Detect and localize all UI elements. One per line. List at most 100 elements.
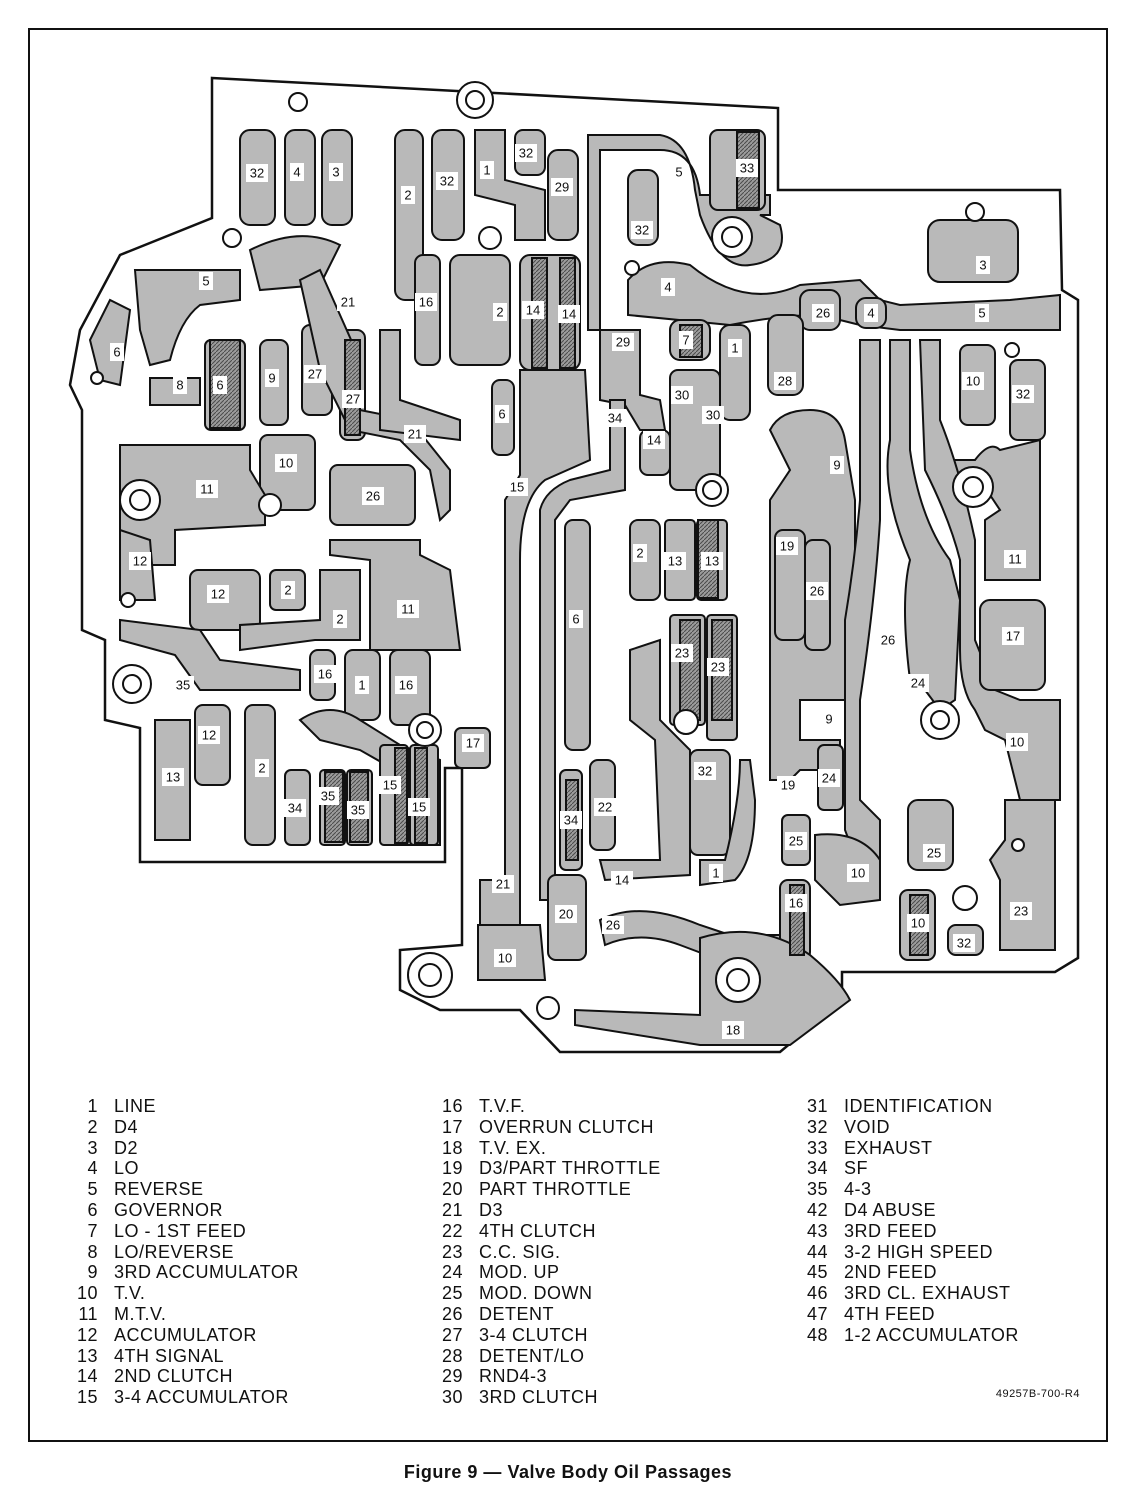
legend-number: 14 — [76, 1366, 98, 1387]
passage-label-bg — [275, 454, 297, 472]
legend-number: 44 — [806, 1241, 828, 1262]
legend-number: 21 — [441, 1199, 463, 1220]
legend-number: 48 — [806, 1324, 828, 1345]
passage-label-bg — [355, 676, 369, 694]
legend-item: 3 D2 — [58, 1138, 299, 1159]
passage-label-bg — [1002, 627, 1024, 645]
passage-label: 13 — [668, 554, 682, 569]
legend-name: 3RD FEED — [844, 1220, 938, 1241]
legend-number: 29 — [441, 1366, 463, 1387]
passage-label-bg — [401, 186, 415, 204]
passage-label-bg — [379, 776, 401, 794]
passage-label: 9 — [825, 712, 832, 727]
legend-number: 27 — [441, 1324, 463, 1345]
passage-label-bg — [493, 303, 507, 321]
passage-label-bg — [569, 610, 583, 628]
passage-label-bg — [818, 769, 840, 787]
legend-name: 3RD CL. EXHAUST — [844, 1283, 1011, 1304]
passage-label-bg — [1010, 902, 1032, 920]
passage-label-bg — [694, 762, 716, 780]
passage-label: 27 — [308, 367, 322, 382]
passage-label: 19 — [780, 539, 794, 554]
legend-name: 3-2 HIGH SPEED — [844, 1241, 994, 1262]
passage-label-bg — [671, 644, 693, 662]
passage-label: 21 — [496, 877, 510, 892]
passage-label-bg — [281, 581, 295, 599]
passage-label: 9 — [268, 371, 275, 386]
legend-name: D2 — [114, 1137, 139, 1158]
passage-label-bg — [594, 798, 616, 816]
passage-label-bg — [162, 768, 184, 786]
passage-label-bg — [679, 331, 693, 349]
legend-number: 34 — [806, 1158, 828, 1179]
legend-name: T.V. — [114, 1283, 146, 1304]
passage-label: 17 — [1006, 629, 1020, 644]
passage-label: 16 — [318, 667, 332, 682]
passage-label-bg — [830, 456, 844, 474]
legend-name: MOD. DOWN — [479, 1283, 593, 1304]
passage-label: 11 — [1008, 552, 1022, 567]
legend-name: C.C. SIG. — [479, 1241, 561, 1262]
passage-label: 5 — [675, 165, 682, 180]
legend-name: 4TH FEED — [844, 1303, 936, 1324]
passage-label-bg — [265, 369, 279, 387]
legend-name: IDENTIFICATION — [844, 1096, 993, 1116]
legend-number: 45 — [806, 1262, 828, 1283]
passage-label-bg — [347, 801, 369, 819]
passage-label: 8 — [176, 378, 183, 393]
passage-label-bg — [1004, 550, 1026, 568]
passage-label-bg — [877, 631, 899, 649]
passage-label-bg — [290, 163, 304, 181]
passage-label-bg — [736, 159, 758, 177]
legend-name: MOD. UP — [479, 1262, 560, 1283]
passage-label-bg — [304, 365, 326, 383]
passage-label: 26 — [816, 306, 830, 321]
passage-label-bg — [436, 172, 458, 190]
passage-label-bg — [515, 144, 537, 162]
legend-number: 9 — [87, 1262, 98, 1283]
passage-label-bg — [317, 787, 339, 805]
legend-name: 2ND CLUTCH — [114, 1366, 234, 1387]
passage-label-bg — [198, 726, 220, 744]
passage-label: 33 — [740, 161, 754, 176]
passage-label: 20 — [559, 907, 573, 922]
passage-label: 6 — [572, 612, 579, 627]
passage-label: 19 — [781, 778, 795, 793]
passage-label: 4 — [664, 280, 671, 295]
passage-label: 9 — [833, 458, 840, 473]
passage-label: 17 — [466, 736, 480, 751]
legend-number: 6 — [87, 1199, 98, 1220]
passage-label: 2 — [284, 583, 291, 598]
passage-label-bg — [110, 343, 124, 361]
passage-label-bg — [602, 916, 624, 934]
legend-name: LINE — [114, 1096, 157, 1116]
legend-name: 4-3 — [844, 1179, 872, 1200]
passage-label: 21 — [341, 295, 355, 310]
legend-number: 11 — [78, 1303, 98, 1324]
legend-name: PART THROTTLE — [479, 1179, 632, 1200]
passage-label-bg — [314, 665, 336, 683]
passage-label: 35 — [321, 789, 335, 804]
legend-name: T.V.F. — [479, 1096, 526, 1116]
legend-number: 3 — [87, 1137, 98, 1158]
legend-number: 4 — [87, 1158, 98, 1179]
passage-label: 6 — [498, 407, 505, 422]
